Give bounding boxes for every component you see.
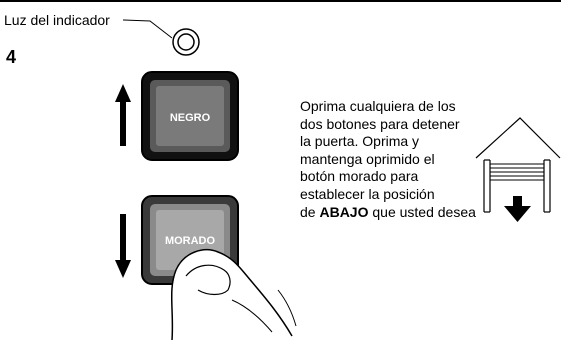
instructions-line: mantenga oprimido el [300, 150, 435, 167]
instructions-line: botón morado para [300, 168, 419, 185]
instructions-text: Oprima cualquiera de los dos botones par… [300, 98, 530, 221]
instructions-last-suffix: que usted desea [368, 203, 476, 220]
morado-button-label: MORADO [165, 235, 216, 247]
down-arrow-icon [115, 214, 131, 278]
indicator-leader-line [122, 19, 173, 39]
indicator-light-icon [172, 28, 200, 56]
top-rule [0, 0, 561, 2]
instructions-bold-word: ABAJO [319, 203, 369, 220]
negro-button[interactable]: NEGRO [141, 71, 239, 161]
garage-door-down-icon [475, 117, 561, 222]
negro-button-label: NEGRO [170, 112, 211, 124]
instructions-line: establecer la posición [300, 185, 435, 202]
step-number: 4 [6, 47, 17, 67]
instructions-last-prefix: de [300, 203, 320, 220]
instructions-line: la puerta. Oprima y [300, 133, 420, 150]
instructions-line: dos botones para detener [300, 115, 460, 132]
indicator-label: Luz del indicador [4, 12, 110, 28]
finger-press-icon [170, 249, 297, 341]
up-arrow-icon [115, 84, 131, 146]
instructions-last-line: de ABAJO que usted desea [300, 204, 530, 222]
instructions-line: Oprima cualquiera de los [300, 98, 456, 114]
